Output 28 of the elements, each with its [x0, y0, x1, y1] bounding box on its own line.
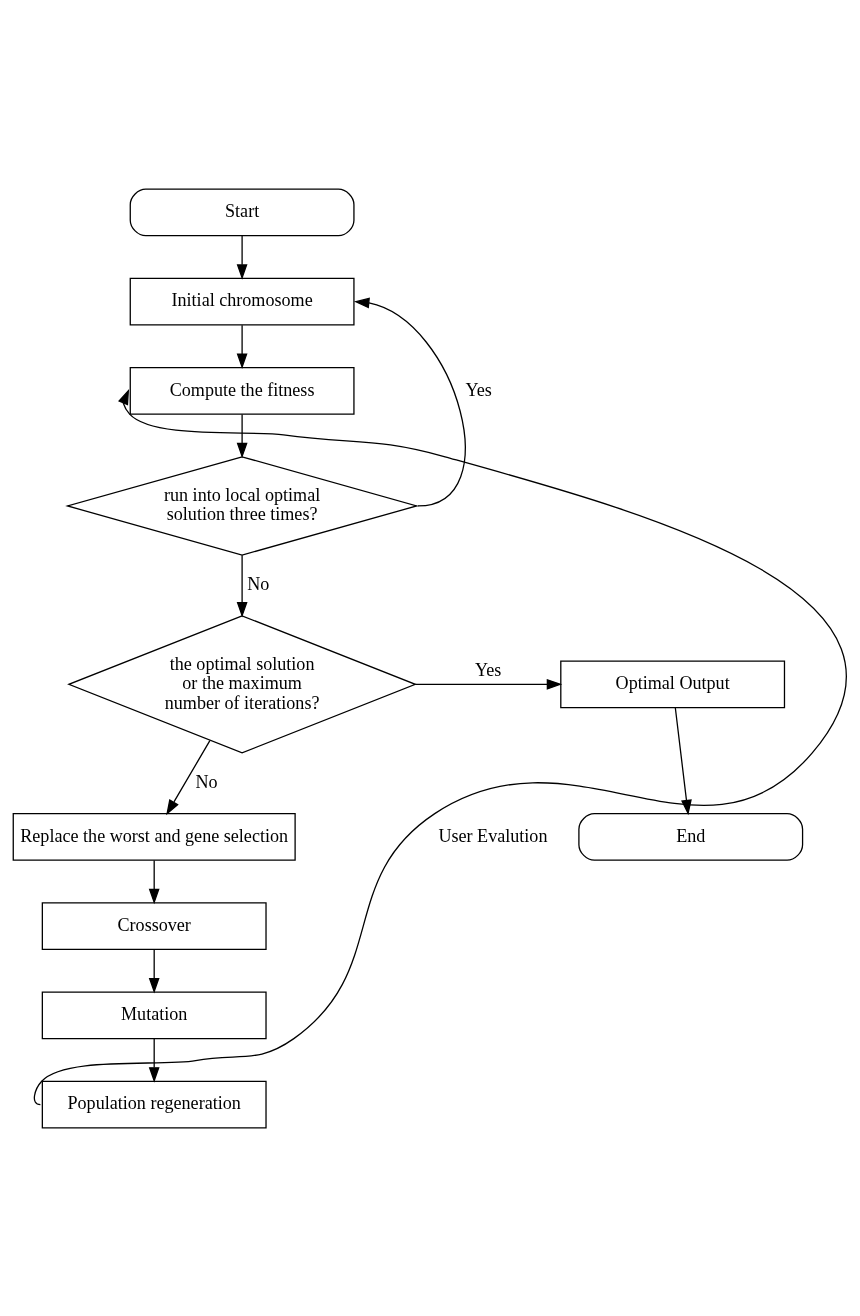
arrow [236, 324, 248, 369]
node-box: Replace the worst and gene selection [12, 812, 296, 861]
edge-label: Yes [474, 659, 502, 680]
node-box: Population regeneration [41, 1080, 267, 1128]
arrow [33, 388, 847, 1105]
arrow [236, 413, 248, 458]
node-box: Initial chromosome [129, 277, 355, 326]
arrow [166, 739, 211, 815]
edge-label: No [195, 771, 218, 792]
arrow [414, 678, 563, 690]
arrow [148, 1037, 160, 1083]
edge-label: Yes [465, 379, 492, 400]
arrow [148, 948, 160, 993]
arrow [236, 234, 248, 280]
node-box: End [578, 812, 804, 861]
arrow [353, 297, 466, 507]
arrow [236, 554, 248, 618]
edge-label: User Evalution [438, 825, 548, 846]
node-box: Start [129, 188, 355, 236]
arrow [148, 859, 160, 904]
node-box: Compute the fitness [129, 366, 355, 415]
node-box: Mutation [41, 990, 267, 1039]
node-box: Crossover [41, 901, 267, 950]
node-diamond: run into local optimal solution three times? [65, 455, 420, 556]
edge-label: No [247, 573, 270, 594]
arrow [674, 706, 692, 815]
node-box: Optimal Output [560, 659, 786, 708]
node-diamond: the optimal solution or the maximum number of iterations? [67, 614, 418, 754]
